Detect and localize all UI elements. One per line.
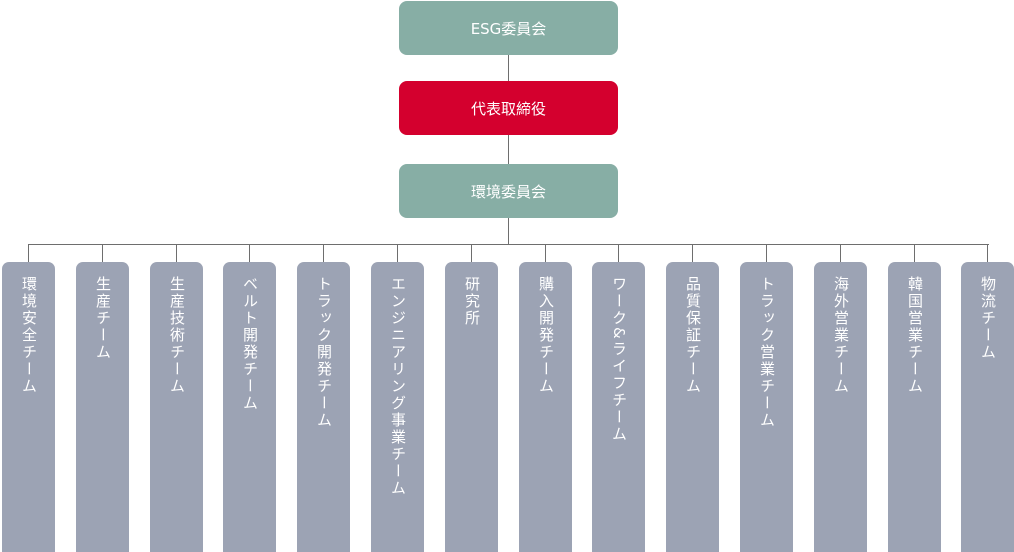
team-box: 物流チーム bbox=[961, 262, 1014, 552]
team-box: ワーク&ライフチーム bbox=[592, 262, 645, 552]
team-connector bbox=[692, 244, 693, 262]
team-box: 品質保証チーム bbox=[666, 262, 719, 552]
team-label: 購入開発チーム bbox=[537, 276, 555, 395]
team-box: 環境安全チーム bbox=[2, 262, 55, 552]
team-connector bbox=[545, 244, 546, 262]
team-label: トラック開発チーム bbox=[315, 276, 333, 429]
team-box: トラック営業チーム bbox=[740, 262, 793, 552]
team-label: 品質保証チーム bbox=[684, 276, 702, 395]
team-connector bbox=[471, 244, 472, 262]
team-box: トラック開発チーム bbox=[297, 262, 350, 552]
team-box: 購入開発チーム bbox=[519, 262, 572, 552]
team-label: 韓国営業チーム bbox=[906, 276, 924, 395]
team-connector bbox=[176, 244, 177, 262]
team-connector bbox=[249, 244, 250, 262]
team-connector bbox=[840, 244, 841, 262]
ceo-box: 代表取締役 bbox=[399, 81, 618, 135]
team-box: 研究所 bbox=[445, 262, 498, 552]
connector-esg-ceo bbox=[508, 55, 509, 81]
team-connector bbox=[397, 244, 398, 262]
connector-ceo-env bbox=[508, 135, 509, 164]
team-connector bbox=[618, 244, 619, 262]
team-box: ベルト開発チーム bbox=[223, 262, 276, 552]
team-connector bbox=[323, 244, 324, 262]
esg-committee-box: ESG委員会 bbox=[399, 1, 618, 55]
team-box: エンジニアリング事業チーム bbox=[371, 262, 424, 552]
team-label: 環境安全チーム bbox=[20, 276, 38, 395]
team-label: トラック営業チーム bbox=[758, 276, 776, 429]
connector-env-bus bbox=[508, 218, 509, 244]
team-label: ワーク&ライフチーム bbox=[610, 276, 628, 443]
team-label: エンジニアリング事業チーム bbox=[389, 276, 407, 497]
team-label: 生産技術チーム bbox=[168, 276, 186, 395]
team-box: 海外営業チーム bbox=[814, 262, 867, 552]
team-box: 生産技術チーム bbox=[150, 262, 203, 552]
team-box: 韓国営業チーム bbox=[888, 262, 941, 552]
team-label: 物流チーム bbox=[979, 276, 997, 361]
team-bus-line bbox=[28, 244, 989, 245]
team-label: 生産チーム bbox=[94, 276, 112, 361]
team-connector bbox=[28, 244, 29, 262]
team-label: ベルト開発チーム bbox=[241, 276, 259, 412]
team-connector bbox=[766, 244, 767, 262]
team-label: 研究所 bbox=[463, 276, 481, 327]
team-connector bbox=[987, 244, 988, 262]
team-connector bbox=[914, 244, 915, 262]
environment-committee-label: 環境委員会 bbox=[470, 182, 546, 201]
environment-committee-box: 環境委員会 bbox=[399, 164, 618, 218]
team-box: 生産チーム bbox=[76, 262, 129, 552]
team-connector bbox=[102, 244, 103, 262]
team-label: 海外営業チーム bbox=[832, 276, 850, 395]
ceo-label: 代表取締役 bbox=[470, 99, 546, 118]
esg-committee-label: ESG委員会 bbox=[470, 19, 547, 38]
